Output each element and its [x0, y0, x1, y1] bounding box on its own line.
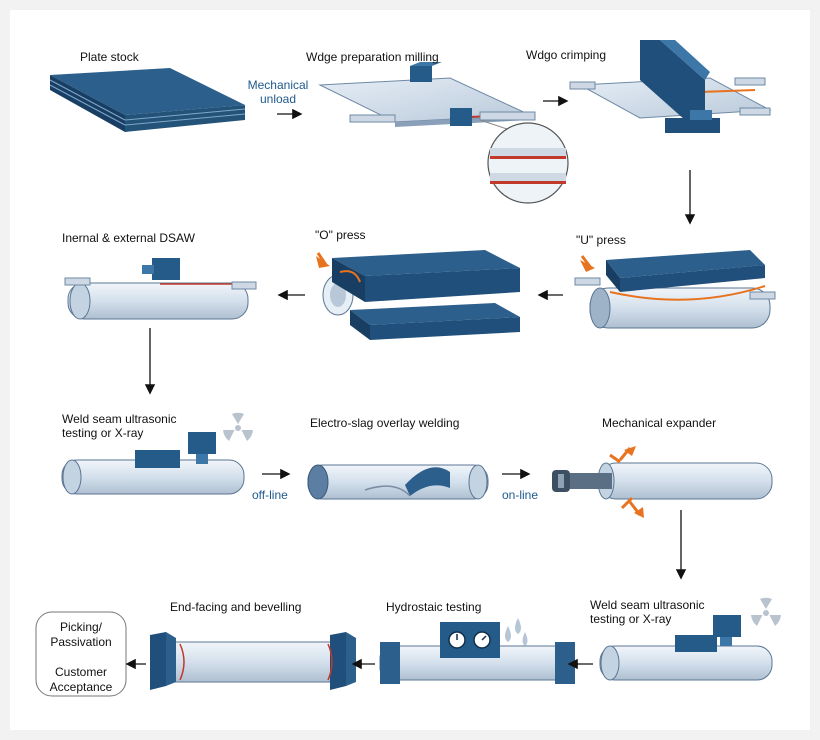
process-diagram: Plate stock Wdge preparation milling Wdg…: [10, 10, 810, 730]
pressure-gauge-icon: [448, 631, 491, 649]
note-on-line: on-line: [502, 488, 539, 502]
expander-graphic: [552, 446, 773, 518]
u-press-graphic: [574, 250, 776, 329]
label-electroslag: Electro-slag overlay welding: [310, 416, 460, 430]
ut-first-graphic: [61, 432, 245, 495]
note-off-line: off-line: [252, 488, 288, 502]
hydrostatic-graphic: [379, 622, 575, 684]
radiation-icon: [223, 412, 253, 441]
end-facing-graphic: [150, 632, 356, 690]
water-drop-icon: [505, 618, 528, 646]
label-edge-crimping: Wdgo crimping: [526, 48, 607, 62]
radiation-icon: [751, 597, 781, 626]
diagram-graphics: [35, 40, 781, 697]
edge-milling-graphic: [318, 62, 536, 127]
label-plate-stock: Plate stock: [80, 50, 139, 64]
electroslag-graphic: [307, 464, 489, 500]
final-step-box: [35, 611, 127, 697]
label-hydrostatic: Hydrostaic testing: [386, 600, 482, 614]
label-dsaw: Inernal & external DSAW: [62, 231, 195, 245]
plate-stock-graphic: [49, 68, 246, 132]
label-u-press: "U" press: [576, 233, 626, 247]
edge-zoom-graphic: [479, 119, 569, 204]
label-expander: Mechanical expander: [602, 416, 717, 430]
edge-crimping-graphic: [569, 40, 772, 133]
dsaw-graphic: [64, 258, 257, 320]
label-end-facing: End-facing and bevelling: [170, 600, 302, 614]
ut-final-graphic: [599, 615, 773, 681]
o-press-graphic: [316, 250, 520, 340]
label-o-press: "O" press: [315, 228, 366, 242]
label-edge-milling: Wdge preparation milling: [306, 50, 439, 64]
